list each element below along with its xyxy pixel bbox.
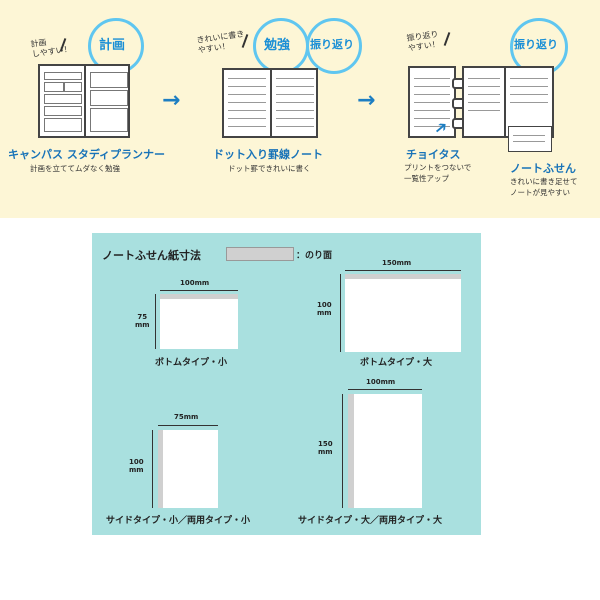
width-label: 100mm: [180, 279, 210, 287]
arrow-icon: →: [162, 88, 181, 113]
dimension-line: [152, 430, 153, 508]
step1-title: キャンパス スタディプランナー: [8, 148, 166, 161]
width-label: 150mm: [382, 259, 412, 267]
caption-bottom-small: ボトムタイプ・小: [155, 358, 228, 368]
panel-title: ノートふせん紙寸法: [102, 249, 201, 262]
caption-side-large: サイドタイプ・大／両用タイプ・大: [298, 516, 443, 526]
caption-side-small: サイドタイプ・小／両用タイプ・小: [106, 516, 251, 526]
height-label: 100 mm: [317, 301, 332, 317]
sticky-note-dimensions-panel: ノートふせん紙寸法 ：のり面 100mm 75 mm ボトムタイプ・小 150m…: [92, 233, 481, 535]
side-large-sheet: [348, 394, 422, 508]
step1-desc: 計画を立ててムダなく勉強: [30, 164, 120, 173]
glue-legend: ：のり面: [296, 251, 333, 261]
caption-bottom-large: ボトムタイプ・大: [360, 358, 433, 368]
dot-ruled-notebook-illustration: [222, 68, 318, 138]
glue-area: [158, 430, 163, 508]
step2-note: きれいに書き やすい！: [196, 29, 245, 55]
step3-badge-review: 振り返り: [514, 38, 558, 51]
step2-desc: ドット罫できれいに書く: [228, 164, 311, 173]
bottom-small-sheet: [160, 294, 238, 349]
glue-area: [160, 294, 238, 299]
step2-badge-study: 勉強: [264, 38, 291, 53]
dimension-line: [340, 274, 341, 352]
step3-note: 振り返り やすい！: [406, 29, 441, 53]
dimension-line: [345, 270, 461, 271]
step1-badge: 計画: [99, 38, 126, 53]
dimension-line: [155, 294, 156, 349]
step3-desc-sticky: きれいに書き足せて ノートが見やすい: [510, 177, 578, 197]
width-label: 75mm: [174, 413, 199, 421]
glue-area: [345, 274, 461, 279]
bottom-large-sheet: [345, 274, 461, 352]
height-label: 75 mm: [135, 313, 150, 329]
step3-title-choitas: チョイタス: [406, 148, 461, 161]
dimension-line: [342, 394, 343, 508]
glue-swatch: [226, 247, 294, 261]
study-planner-illustration: [38, 64, 130, 138]
step2-title: ドット入り罫線ノート: [213, 148, 323, 161]
badge-circle: [306, 18, 362, 74]
arrow-icon: →: [357, 88, 376, 113]
step3-desc-choitas: プリントをつないで 一覧性アップ: [404, 163, 472, 183]
height-label: 100 mm: [129, 458, 144, 474]
side-small-sheet: [158, 430, 218, 508]
sticky-note-illustration: [508, 126, 552, 152]
dimension-line: [160, 290, 238, 291]
glue-area: [348, 394, 354, 508]
top-illustration-banner: 計画 しやすい！ 計画 キャンパス スタディプランナー 計画を立ててムダなく勉強…: [0, 0, 600, 218]
emphasis-mark: [443, 32, 451, 46]
dimension-line: [158, 425, 218, 426]
dimension-line: [348, 389, 422, 390]
step3-title-sticky: ノートふせん: [510, 162, 576, 175]
height-label: 150 mm: [318, 440, 333, 456]
step2-badge-review: 振り返り: [310, 38, 354, 51]
width-label: 100mm: [366, 378, 396, 386]
